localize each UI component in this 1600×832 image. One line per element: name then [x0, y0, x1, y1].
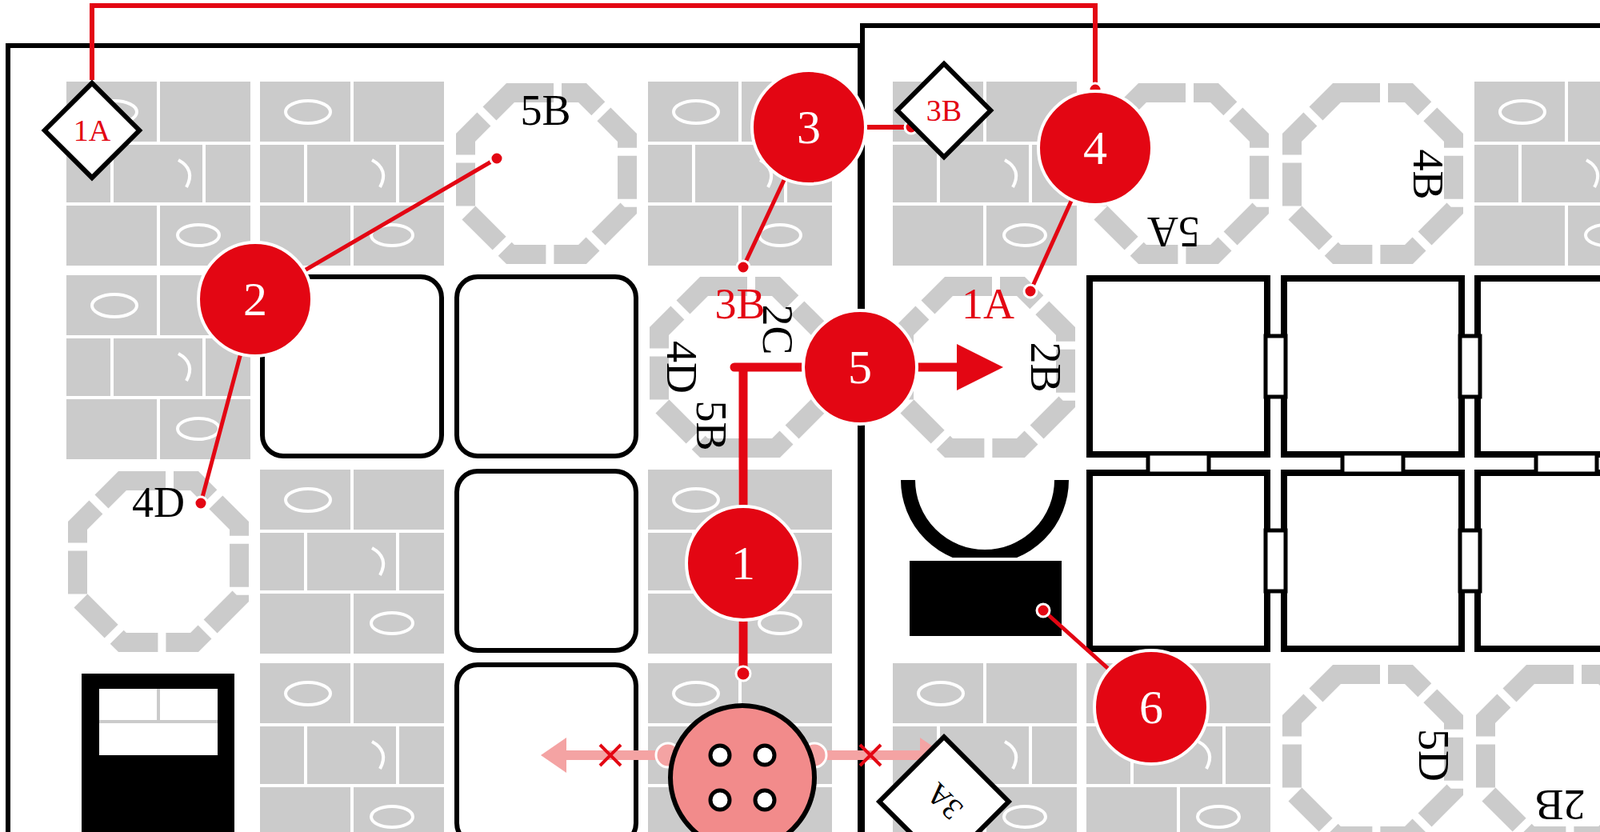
callout-circle: 3	[750, 68, 868, 186]
stand-symbol	[908, 480, 1064, 638]
room-tiles	[1089, 278, 1600, 649]
board-outline	[8, 45, 860, 832]
deck-box	[81, 673, 235, 832]
diamond-shape	[44, 83, 140, 178]
leader-dot	[1036, 604, 1050, 617]
brick-tile	[260, 81, 444, 266]
callout-number: 6	[1139, 683, 1164, 732]
room-joints	[1148, 336, 1597, 592]
leader-dot	[1024, 284, 1037, 298]
location-diamond: 3B	[894, 60, 994, 160]
tile-code: 4D	[132, 480, 185, 524]
pawn-hole	[755, 745, 775, 765]
room-joint	[1342, 453, 1404, 474]
tile-code: 2B	[1534, 783, 1585, 827]
room-frame	[1284, 278, 1462, 455]
brick-tile	[1474, 81, 1600, 266]
deck-box	[81, 673, 235, 832]
stand-arc	[908, 480, 1062, 557]
callout-circle: 1	[684, 504, 802, 622]
room-tile	[1292, 92, 1454, 255]
blocked-head	[540, 737, 567, 773]
location-code: 3B	[926, 95, 962, 126]
pawn-hole	[710, 790, 730, 810]
callout-circle: 5	[801, 308, 919, 426]
callout-circle: 2	[196, 240, 314, 358]
brick-tile	[260, 663, 444, 832]
callout-circle: 4	[1036, 89, 1154, 207]
leader-lines	[200, 127, 1152, 708]
tile-code: 2C	[756, 304, 800, 355]
board-outline	[862, 25, 1600, 832]
leader-dot	[490, 152, 504, 165]
leader-dot	[736, 260, 750, 274]
room-frame	[1477, 278, 1600, 455]
room-frame	[1089, 472, 1268, 649]
diamond-shape	[897, 64, 992, 158]
brick-tile	[260, 469, 444, 654]
callout-circle: 6	[1092, 648, 1210, 766]
leader-dots	[194, 152, 1050, 617]
location-diamond: 3A	[875, 732, 1013, 832]
room-frame	[1089, 278, 1268, 455]
tile-code: 5A	[1147, 210, 1200, 254]
room-joint	[1265, 530, 1286, 592]
room-frame	[1477, 472, 1600, 649]
tile-code: 5B	[520, 88, 571, 132]
floor-tiles	[66, 81, 1600, 832]
card-slot	[456, 664, 636, 832]
room-tile	[1485, 674, 1600, 832]
callout-number: 5	[848, 343, 872, 392]
callout-number: 3	[796, 103, 821, 152]
tile-code: 1A	[961, 282, 1015, 326]
tile-code: 2B	[1024, 341, 1068, 392]
location-code: 1A	[73, 115, 111, 146]
pawn-token	[670, 705, 815, 832]
diamond-shape	[879, 736, 1009, 832]
pawn-hole	[755, 790, 775, 810]
callout-number: 4	[1083, 124, 1108, 172]
room-joint	[1536, 453, 1597, 474]
deck-window-lines	[99, 688, 218, 722]
deck-window	[99, 688, 218, 756]
pawn-hole	[710, 745, 730, 765]
tile-code: 5B	[689, 400, 733, 451]
callout-number: 2	[243, 275, 268, 324]
leader-dot	[736, 666, 751, 681]
room-joint	[1460, 530, 1480, 592]
pawn-holes	[710, 745, 775, 810]
room-tile	[77, 480, 240, 643]
room-joint	[1460, 336, 1480, 397]
move-head	[956, 344, 1004, 391]
room-joint	[1148, 453, 1209, 474]
room-joint	[1265, 336, 1286, 397]
callout-number: 1	[731, 539, 756, 588]
tile-code: 5D	[1412, 728, 1456, 782]
card-slot	[456, 471, 636, 651]
tile-code: 4D	[660, 340, 704, 394]
card-slot	[456, 276, 636, 456]
pawn-token	[670, 666, 815, 832]
stand-base	[908, 559, 1064, 638]
leader-dot	[194, 496, 208, 510]
tile-code: 4B	[1406, 148, 1450, 200]
location-diamond: 1A	[41, 80, 143, 181]
room-frame	[1284, 472, 1462, 649]
card-slots	[262, 276, 636, 832]
